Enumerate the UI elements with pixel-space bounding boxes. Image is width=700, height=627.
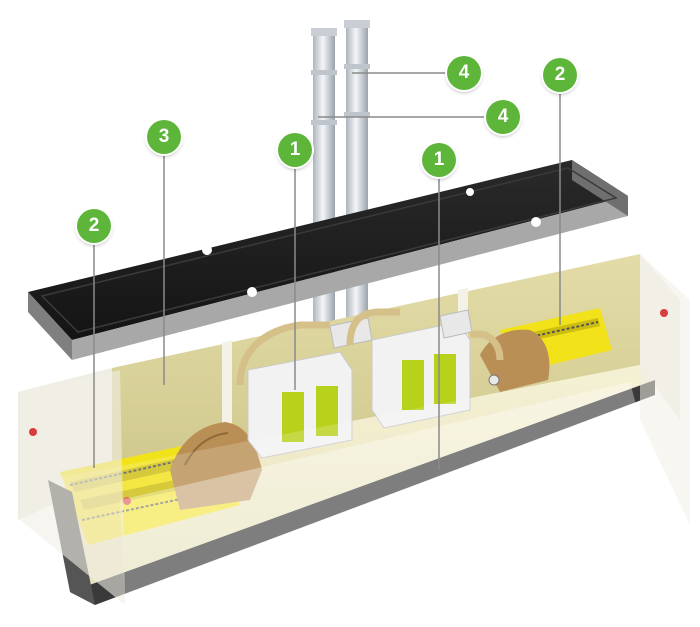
callout-1-right: 1	[422, 143, 456, 177]
filter-units	[236, 308, 504, 459]
callout-2-left: 2	[77, 209, 111, 243]
callout-3: 3	[147, 120, 181, 154]
callout-leader-lines	[93, 72, 561, 470]
callout-4-bottom: 4	[486, 100, 520, 134]
callout-4-top: 4	[447, 56, 481, 90]
callout-2-right: 2	[543, 58, 577, 92]
container-front-glass	[20, 254, 690, 605]
callout-1-left: 1	[278, 133, 312, 167]
container-roof	[28, 160, 628, 360]
